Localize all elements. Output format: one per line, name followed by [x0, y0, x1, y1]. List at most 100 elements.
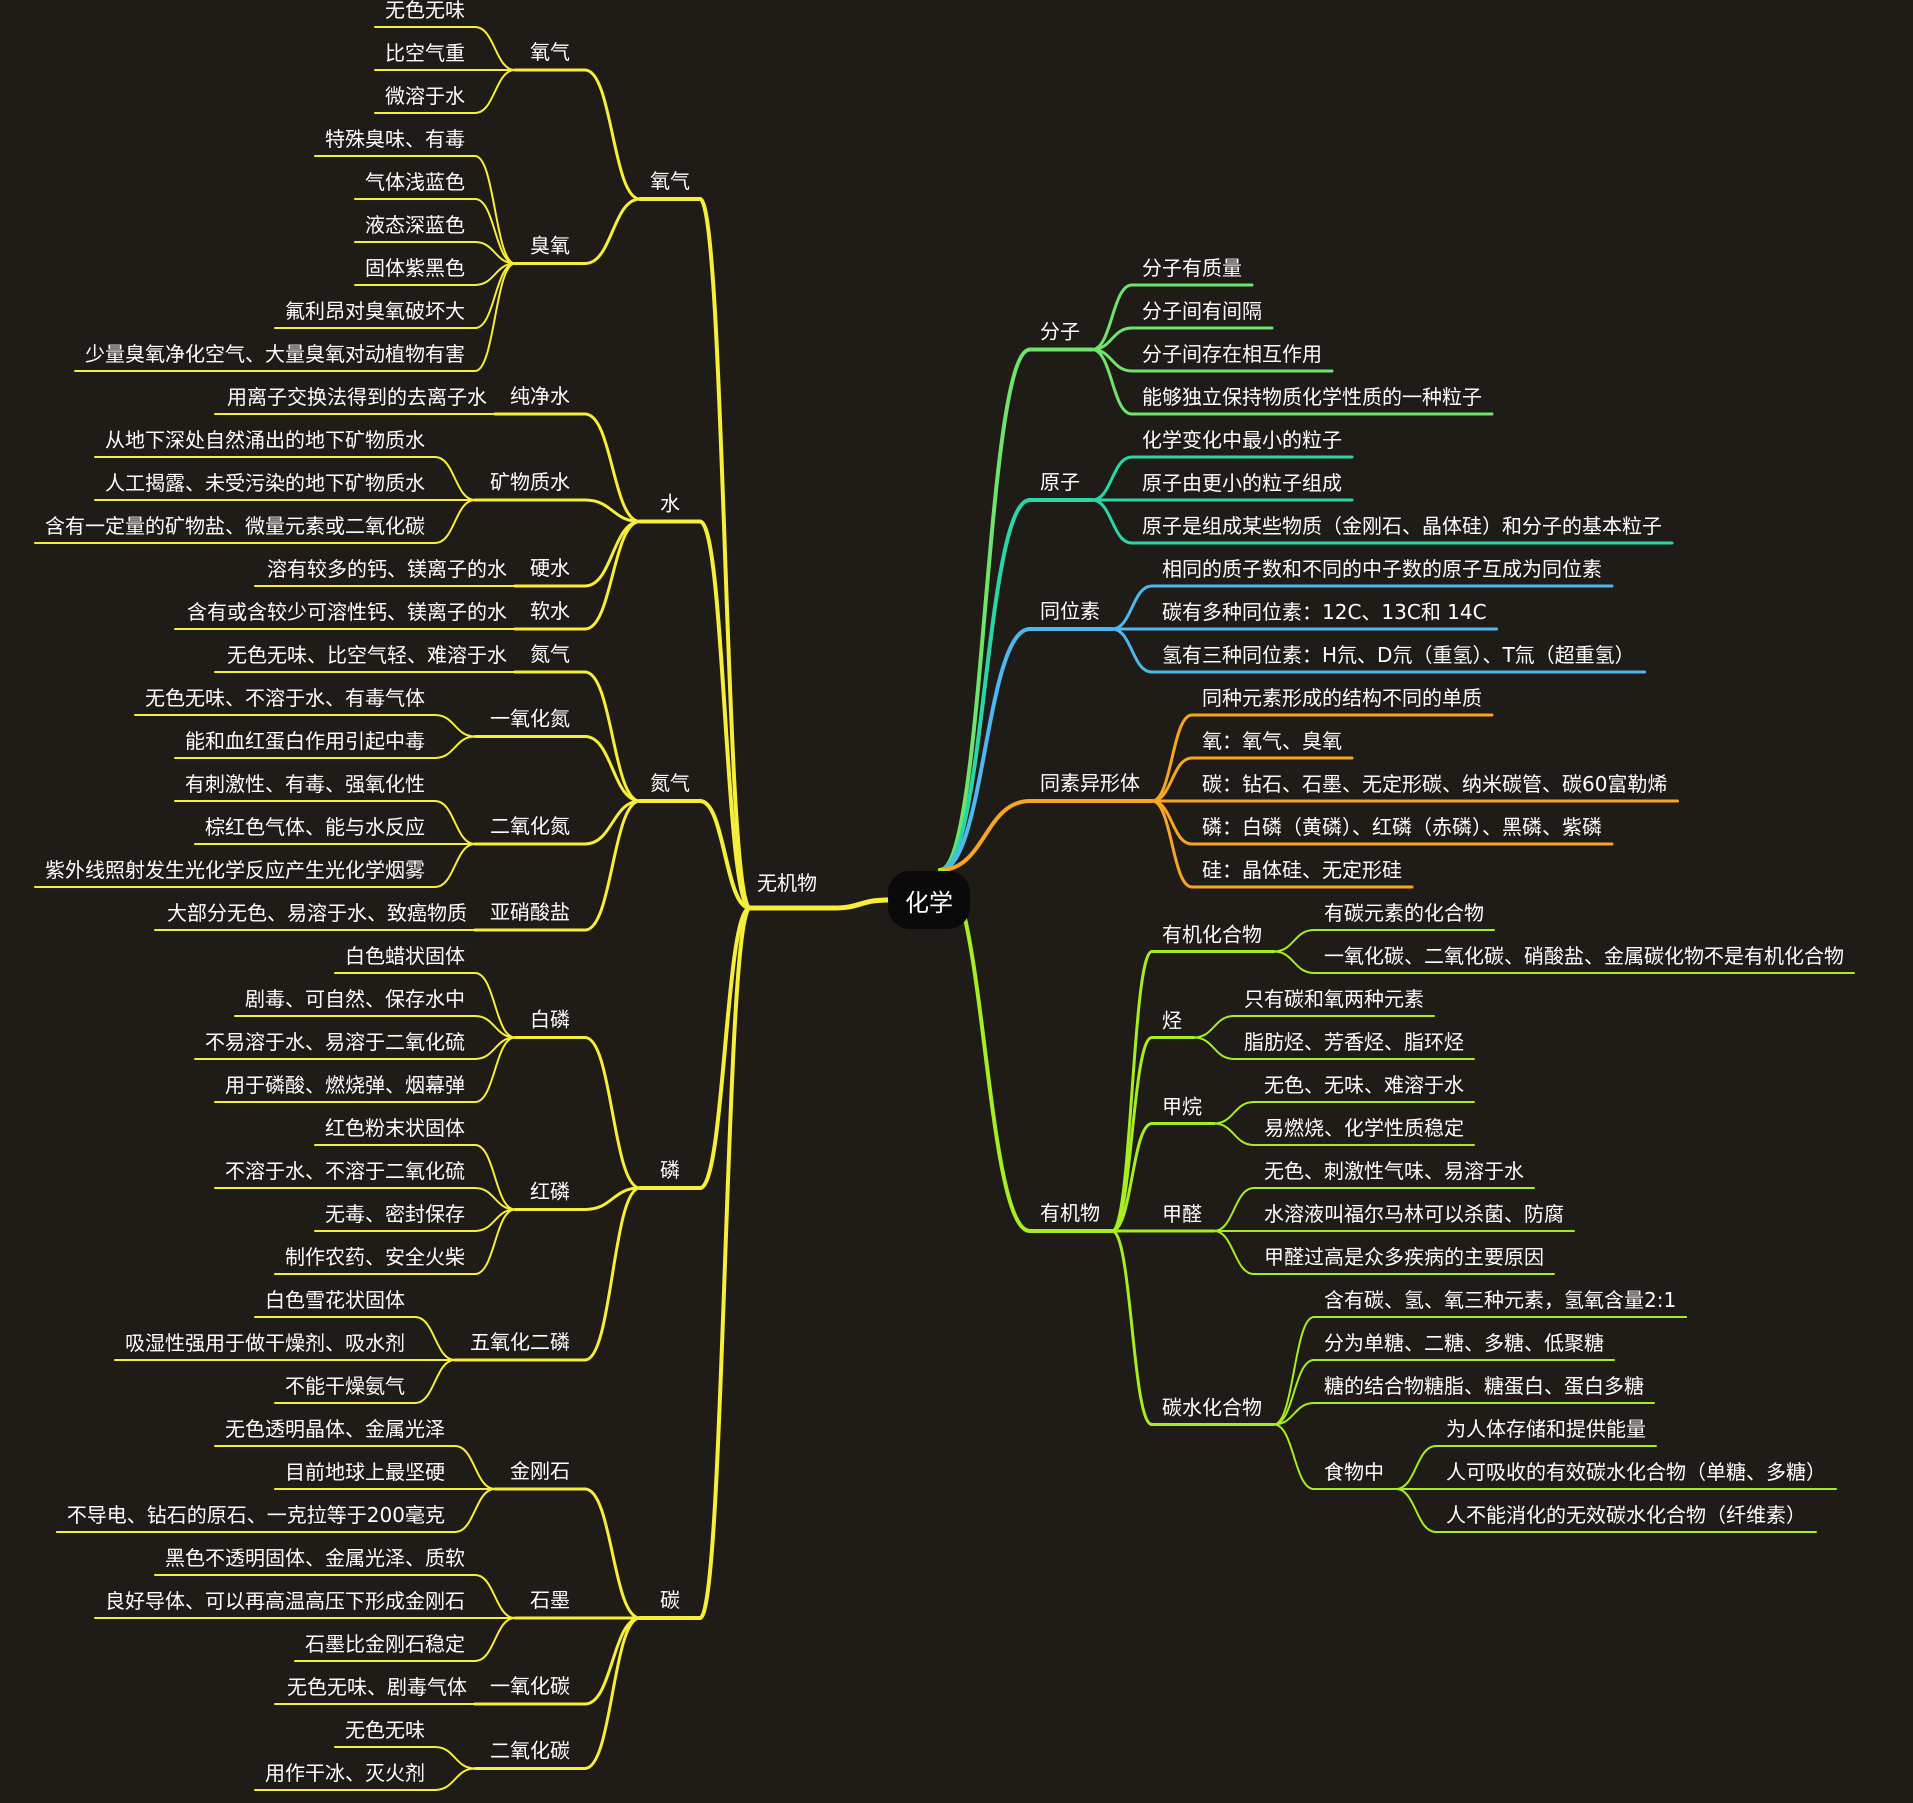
leaf-label[interactable]: 分子有质量 [1142, 256, 1242, 280]
leaf-label[interactable]: 原子是组成某些物质（金刚石、晶体硅）和分子的基本粒子 [1142, 514, 1662, 538]
subtopic-label[interactable]: 软水 [530, 599, 570, 623]
leaf-label[interactable]: 氧：氧气、臭氧 [1202, 729, 1342, 753]
subtopic-label[interactable]: 五氧化二磷 [470, 1330, 570, 1354]
leaf-label[interactable]: 气体浅蓝色 [365, 170, 465, 194]
subtopic-label[interactable]: 甲烷 [1162, 1095, 1202, 1119]
leaf-label[interactable]: 含有碳、氢、氧三种元素，氢氧含量2:1 [1324, 1288, 1676, 1312]
subtopic-label[interactable]: 二氧化氮 [490, 814, 570, 838]
leaf-label[interactable]: 有碳元素的化合物 [1324, 901, 1484, 925]
leaf-label[interactable]: 用离子交换法得到的去离子水 [227, 385, 487, 409]
group-label[interactable]: 氧气 [650, 169, 690, 193]
leaf-label[interactable]: 目前地球上最坚硬 [285, 1460, 445, 1484]
leaf-label[interactable]: 溶有较多的钙、镁离子的水 [267, 557, 507, 581]
leaf-label[interactable]: 人工揭露、未受污染的地下矿物质水 [105, 471, 425, 495]
leaf-label[interactable]: 一氧化碳、二氧化碳、硝酸盐、金属碳化物不是有机化合物 [1324, 944, 1844, 968]
category-label[interactable]: 分子 [1040, 320, 1080, 344]
leaf-label[interactable]: 分子间有间隔 [1142, 299, 1262, 323]
leaf-label[interactable]: 甲醛过高是众多疾病的主要原因 [1264, 1245, 1544, 1269]
subtopic-label[interactable]: 石墨 [530, 1588, 570, 1612]
leaf-label[interactable]: 无色无味、不溶于水、有毒气体 [145, 686, 425, 710]
category-label[interactable]: 同位素 [1040, 599, 1100, 623]
subtopic-label[interactable]: 矿物质水 [490, 470, 570, 494]
leaf-label[interactable]: 能够独立保持物质化学性质的一种粒子 [1142, 385, 1482, 409]
leaf-label[interactable]: 无色无味、比空气轻、难溶于水 [227, 643, 507, 667]
leaf-label[interactable]: 石墨比金刚石稳定 [305, 1632, 465, 1656]
leaf-label[interactable]: 无色无味 [385, 0, 465, 22]
leaf-label[interactable]: 不易溶于水、易溶于二氧化硫 [205, 1030, 465, 1054]
subtopic-label[interactable]: 亚硝酸盐 [490, 900, 570, 924]
category-label[interactable]: 原子 [1040, 470, 1080, 494]
leaf-label[interactable]: 分为单糖、二糖、多糖、低聚糖 [1324, 1331, 1604, 1355]
leaf-label[interactable]: 只有碳和氧两种元素 [1244, 987, 1424, 1011]
subtopic-label[interactable]: 金刚石 [510, 1459, 570, 1483]
leaf-label[interactable]: 棕红色气体、能与水反应 [205, 815, 425, 839]
leaf-label[interactable]: 固体紫黑色 [365, 256, 465, 280]
subtopic-label[interactable]: 硬水 [530, 556, 570, 580]
leaf-label[interactable]: 紫外线照射发生光化学反应产生光化学烟雾 [45, 858, 425, 882]
category-label-inorganic[interactable]: 无机物 [757, 871, 817, 895]
subtopic-label[interactable]: 甲醛 [1162, 1202, 1202, 1226]
subtopic-label[interactable]: 有机化合物 [1162, 923, 1262, 947]
leaf-label[interactable]: 特殊臭味、有毒 [325, 127, 465, 151]
subtopic-label[interactable]: 二氧化碳 [490, 1739, 570, 1763]
leaf-label[interactable]: 不能干燥氨气 [285, 1374, 405, 1398]
group-label[interactable]: 水 [660, 492, 680, 516]
subtopic-label[interactable]: 一氧化氮 [490, 707, 570, 731]
leaf-label[interactable]: 相同的质子数和不同的中子数的原子互成为同位素 [1162, 557, 1602, 581]
leaf-label[interactable]: 比空气重 [385, 41, 465, 65]
leaf-label[interactable]: 制作农药、安全火柴 [285, 1245, 465, 1269]
leaf-label[interactable]: 化学变化中最小的粒子 [1142, 428, 1342, 452]
leaf-label[interactable]: 水溶液叫福尔马林可以杀菌、防腐 [1264, 1202, 1564, 1226]
leaf-label[interactable]: 白色蜡状固体 [345, 944, 465, 968]
leaf-label[interactable]: 原子由更小的粒子组成 [1142, 471, 1342, 495]
leaf-label[interactable]: 氟利昂对臭氧破坏大 [285, 299, 465, 323]
leaf-label[interactable]: 磷：白磷（黄磷）、红磷（赤磷）、黑磷、紫磷 [1202, 815, 1602, 839]
leaf-label[interactable]: 无色透明晶体、金属光泽 [225, 1417, 445, 1441]
leaf-label[interactable]: 人不能消化的无效碳水化合物（纤维素） [1446, 1503, 1806, 1527]
leaf-label[interactable]: 硅：晶体硅、无定形硅 [1202, 858, 1402, 882]
leaf-label[interactable]: 无色无味、剧毒气体 [287, 1675, 467, 1699]
leaf-label[interactable]: 红色粉末状固体 [325, 1116, 465, 1140]
leaf-label[interactable]: 人可吸收的有效碳水化合物（单糖、多糖） [1446, 1460, 1826, 1484]
leaf-label[interactable]: 碳：钻石、石墨、无定形碳、纳米碳管、碳60富勒烯 [1202, 772, 1667, 796]
subtopic-label[interactable]: 红磷 [530, 1180, 570, 1204]
subtopic-label[interactable]: 碳水化合物 [1162, 1396, 1262, 1420]
leaf-label[interactable]: 糖的结合物糖脂、糖蛋白、蛋白多糖 [1324, 1374, 1644, 1398]
leaf-label[interactable]: 无色、刺激性气味、易溶于水 [1264, 1159, 1524, 1183]
leaf-label[interactable]: 有刺激性、有毒、强氧化性 [185, 772, 425, 796]
leaf-label[interactable]: 碳有多种同位素：12C、13C和 14C [1162, 600, 1487, 624]
leaf-label[interactable]: 良好导体、可以再高温高压下形成金刚石 [105, 1589, 465, 1613]
leaf-label[interactable]: 白色雪花状固体 [265, 1288, 405, 1312]
leaf-label[interactable]: 不溶于水、不溶于二氧化硫 [225, 1159, 465, 1183]
leaf-label[interactable]: 不导电、钻石的原石、一克拉等于200毫克 [67, 1503, 445, 1527]
leaf-label[interactable]: 氢有三种同位素：H氘、D氘（重氢）、T氚（超重氢） [1162, 643, 1635, 667]
leaf-label[interactable]: 易燃烧、化学性质稳定 [1264, 1116, 1464, 1140]
leaf-label[interactable]: 含有一定量的矿物盐、微量元素或二氧化碳 [45, 514, 425, 538]
leaf-label[interactable]: 无毒、密封保存 [325, 1202, 465, 1226]
leaf-label[interactable]: 用作干冰、灭火剂 [265, 1761, 425, 1785]
leaf-label[interactable]: 剧毒、可自然、保存水中 [245, 987, 465, 1011]
leaf-label[interactable]: 无色、无味、难溶于水 [1264, 1073, 1464, 1097]
category-label[interactable]: 有机物 [1040, 1201, 1100, 1225]
root-node[interactable]: 化学 [888, 871, 970, 929]
group-label[interactable]: 磷 [660, 1158, 680, 1182]
subtopic-label[interactable]: 纯净水 [510, 384, 570, 408]
subtopic-label[interactable]: 臭氧 [530, 234, 570, 258]
group-label[interactable]: 碳 [660, 1588, 680, 1612]
subtopic-label[interactable]: 氧气 [530, 40, 570, 64]
leaf-label[interactable]: 少量臭氧净化空气、大量臭氧对动植物有害 [85, 342, 465, 366]
leaf-label[interactable]: 为人体存储和提供能量 [1446, 1417, 1646, 1441]
subtopic-label[interactable]: 氮气 [530, 642, 570, 666]
leaf-label[interactable]: 含有或含较少可溶性钙、镁离子的水 [187, 600, 507, 624]
subtopic-label[interactable]: 烃 [1162, 1009, 1182, 1033]
leaf-label[interactable]: 大部分无色、易溶于水、致癌物质 [167, 901, 467, 925]
subtopic-label[interactable]: 食物中 [1324, 1460, 1384, 1484]
leaf-label[interactable]: 无色无味 [345, 1718, 425, 1742]
leaf-label[interactable]: 微溶于水 [385, 84, 465, 108]
subtopic-label[interactable]: 白磷 [530, 1008, 570, 1032]
leaf-label[interactable]: 能和血红蛋白作用引起中毒 [185, 729, 425, 753]
leaf-label[interactable]: 从地下深处自然涌出的地下矿物质水 [105, 428, 425, 452]
leaf-label[interactable]: 同种元素形成的结构不同的单质 [1202, 686, 1482, 710]
leaf-label[interactable]: 黑色不透明固体、金属光泽、质软 [165, 1546, 465, 1570]
leaf-label[interactable]: 吸湿性强用于做干燥剂、吸水剂 [125, 1331, 405, 1355]
